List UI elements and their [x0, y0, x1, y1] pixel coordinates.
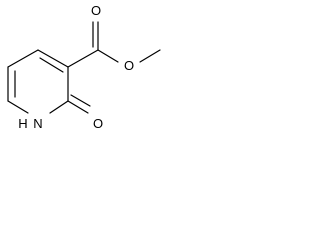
- bond-c2-lactam-oxygen: [67, 100, 89, 114]
- bond-c2-lactam-oxygen-double: [70, 94, 91, 107]
- chemical-structure-diagram: H N O O O: [7, 3, 161, 131]
- atom-ester-carbonyl-oxygen: O: [91, 3, 101, 18]
- bond-n1-c2: [49, 100, 69, 114]
- bond-c4-c5: [7, 49, 39, 68]
- atom-ring-nitrogen: N: [33, 116, 42, 131]
- bond-ether-oxygen-methyl: [139, 49, 161, 63]
- atom-ring-hydrogen: H: [18, 116, 27, 131]
- atom-lactam-oxygen: O: [93, 116, 103, 131]
- bond-c3-c4-inner: [39, 57, 64, 73]
- atom-ester-ether-oxygen: O: [124, 58, 134, 73]
- bond-ester-carbon-ether-oxygen: [97, 49, 119, 63]
- bond-c3-ester-carbon: [67, 49, 99, 68]
- bond-c6-n1: [7, 100, 29, 114]
- bond-c3-c4: [37, 49, 69, 68]
